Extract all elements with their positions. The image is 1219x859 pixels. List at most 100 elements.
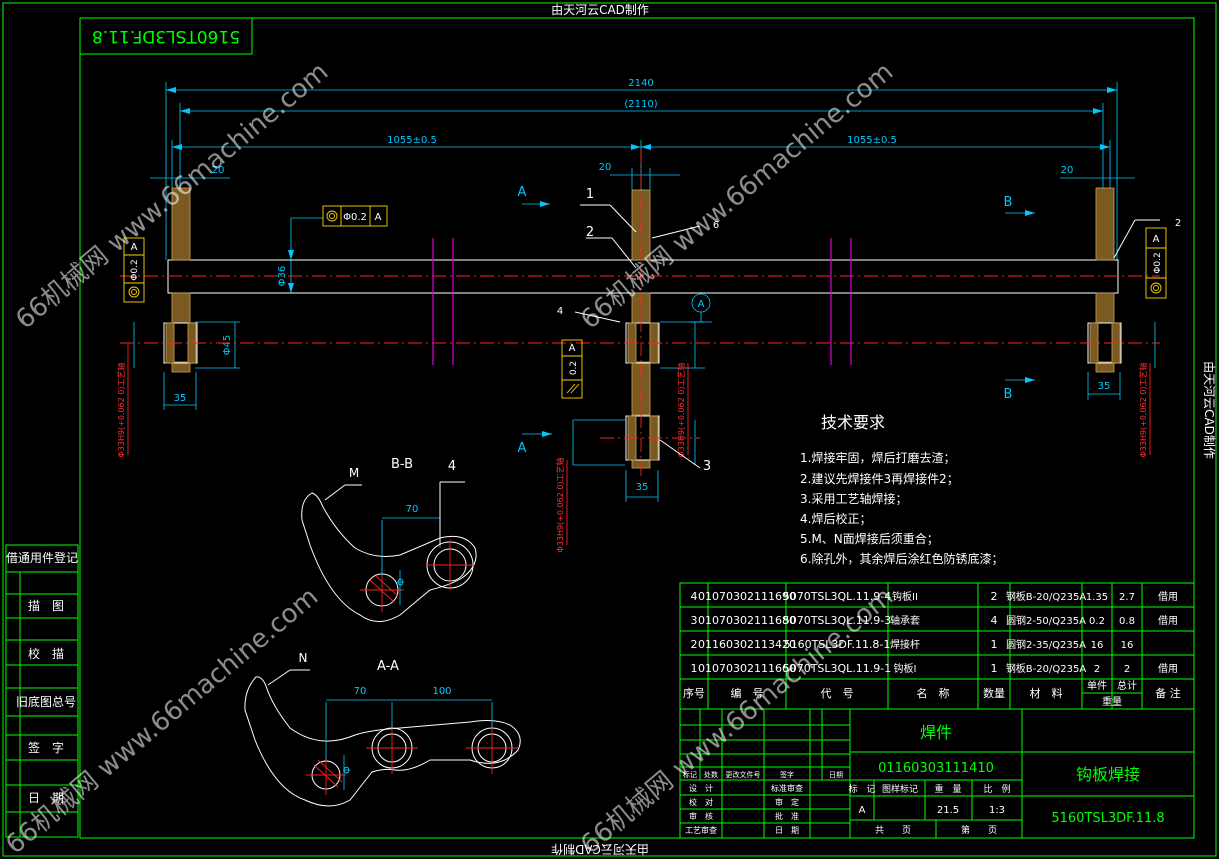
bom-cell: 4: [691, 590, 698, 603]
dim-35-right: 35: [1098, 381, 1111, 392]
tb-name: 焊件: [920, 723, 952, 742]
bom-header-cell: 备 注: [1155, 686, 1181, 700]
tb-sign-label: 处数: [704, 770, 718, 779]
tb-role-left: 设 计: [689, 783, 713, 793]
bom-cell: 焊接杆: [890, 638, 920, 651]
tol-left-value: Φ0.2: [130, 259, 140, 280]
tolerance-frame-right: [1145, 227, 1167, 299]
left-panel-label-3: 旧底图总号: [16, 694, 76, 709]
tb-role-right: 日 期: [775, 826, 799, 835]
tb-mark: A: [859, 805, 866, 816]
view-aa-dim100: 100: [432, 686, 451, 697]
tb-total-sheets: 共 页: [875, 825, 911, 836]
bom-header-cell: 数量: [983, 687, 1005, 700]
bore-label-mid: Φ33H9(+0.062 0)工艺轴: [676, 362, 686, 457]
dim-35-left: 35: [174, 393, 187, 404]
bom-cell: 2: [1094, 664, 1100, 675]
left-panel-label-1: 描 图: [28, 599, 64, 613]
view-bb-dia: Φ: [396, 578, 407, 586]
tb-sign-label: 标记: [683, 770, 697, 779]
dim-half-right: 1055±0.5: [847, 135, 897, 146]
section-a-upper: A: [518, 185, 527, 200]
top-title: 由天河云CAD制作: [551, 3, 649, 17]
view-aa-shape: [244, 669, 521, 807]
bom-cell: 16: [1121, 640, 1134, 651]
section-arrows: [522, 201, 1035, 437]
tb-col-label: 图样标记: [882, 783, 918, 795]
view-aa-n: N: [299, 651, 308, 665]
bom-cell: 借用: [1158, 591, 1178, 603]
tech-item-6: 6.除孔外，其余焊后涂红色防锈底漆；: [800, 551, 1003, 566]
bom-cell: 2.7: [1119, 592, 1135, 603]
tb-col-label: 标 记: [848, 783, 875, 795]
section-b-lower: B: [1004, 387, 1013, 402]
balloon-1: 1: [586, 187, 594, 202]
bom-cell: 5160TSL3DF.11.8-1: [784, 638, 891, 651]
bom-cell: 钢板B-20/Q235A: [1006, 590, 1087, 603]
centerlines: [120, 150, 1160, 480]
bom-cell: 2: [1124, 664, 1130, 675]
left-panel-label-0: 借通用件登记: [6, 550, 78, 565]
balloon-2: 2: [586, 225, 594, 240]
bom-grid: [679, 582, 1195, 710]
tech-item-2: 2.建议先焊接件3再焊接件2；: [800, 471, 959, 486]
bom-cell: 钩板I: [894, 662, 917, 675]
bom-cell: 5070TSL3QL.11.9-3: [783, 614, 892, 627]
bore-label-lower: Φ33H9(+0.062 0)工艺轴: [555, 457, 565, 552]
dim-ref: (2110): [624, 99, 657, 110]
tech-item-5: 5.M、N面焊接后须重合；: [800, 531, 939, 546]
dimension-arrows: [166, 87, 1117, 293]
hook-plates: [171, 187, 1115, 469]
tb-weight: 21.5: [937, 805, 959, 816]
balloon-2-weld: 2: [1175, 218, 1181, 229]
section-a-lower: A: [518, 441, 527, 456]
tb-code: 01160303111410: [878, 761, 994, 776]
section-b-upper: B: [1004, 195, 1013, 210]
tb-col-label: 重 量: [934, 783, 961, 795]
dim-w-right: 20: [1061, 165, 1074, 176]
bom-header-cell: 序号: [683, 686, 705, 700]
bom-cell: 钢板B-20/Q235A: [1006, 662, 1087, 675]
titleblock-grid: [679, 708, 1195, 839]
tol-right-ref: A: [1153, 234, 1160, 245]
dim-overall: 2140: [628, 78, 653, 89]
tb-role-left: 工艺审查: [685, 825, 717, 835]
tb-sign-label: 更改文件号: [726, 770, 761, 779]
left-panel-label-2: 校 描: [28, 646, 64, 661]
bom-weight-label: 重量: [1102, 695, 1122, 708]
tb-part: 钩板焊接: [1076, 765, 1140, 784]
bom-cell: 01070302111680: [698, 614, 796, 627]
dim-half-left: 1055±0.5: [387, 135, 437, 146]
tech-item-1: 1.焊接牢固，焊后打磨去渣；: [800, 450, 955, 465]
bom-header-cell: 总计: [1117, 679, 1137, 692]
tb-col-label: 比 例: [983, 783, 1010, 795]
tb-role-right: 审 定: [775, 797, 799, 807]
tb-scale: 1:3: [989, 805, 1005, 816]
dim-w-mid: 20: [599, 162, 612, 173]
dim-dia45: Φ45: [222, 335, 233, 356]
balloon-3: 3: [703, 459, 711, 474]
watermark-text: 66机械网 www.66machine.com: [0, 582, 324, 859]
tb-sign-label: 日期: [829, 771, 843, 779]
bom-cell: 1: [691, 662, 698, 675]
view-bb-m: M: [349, 466, 359, 480]
bom-header-cell: 代 号: [821, 687, 854, 700]
bom-cell: 4: [991, 614, 998, 627]
bom-cell: 5070TSL3QL.11.9-1: [783, 662, 892, 675]
tb-drawing-no: 5160TSL3DF.11.8: [1051, 811, 1164, 826]
par-tol-ref: A: [569, 343, 576, 354]
bom-cell: 01070302111690: [698, 590, 796, 603]
part-leaders: [574, 204, 1160, 469]
bore-leaders: [127, 343, 1151, 545]
bom-cell: 0.8: [1119, 616, 1135, 627]
balloon-4: 4: [557, 306, 563, 317]
tb-sheet-no: 第 页: [961, 824, 997, 836]
datum-a-marker: [690, 293, 712, 323]
bom-cell: 2: [691, 638, 698, 651]
bom-header: 序号 编 号 代 号 名 称 数量 材 料 单件 总计 备 注 重量: [683, 679, 1181, 708]
tol-left-ref: A: [131, 242, 138, 253]
view-aa-title: A-A: [377, 659, 399, 674]
tech-item-3: 3.采用工艺轴焊接；: [800, 491, 907, 506]
bom-cell: 3: [691, 614, 698, 627]
view-bb-title: B-B: [391, 457, 413, 472]
